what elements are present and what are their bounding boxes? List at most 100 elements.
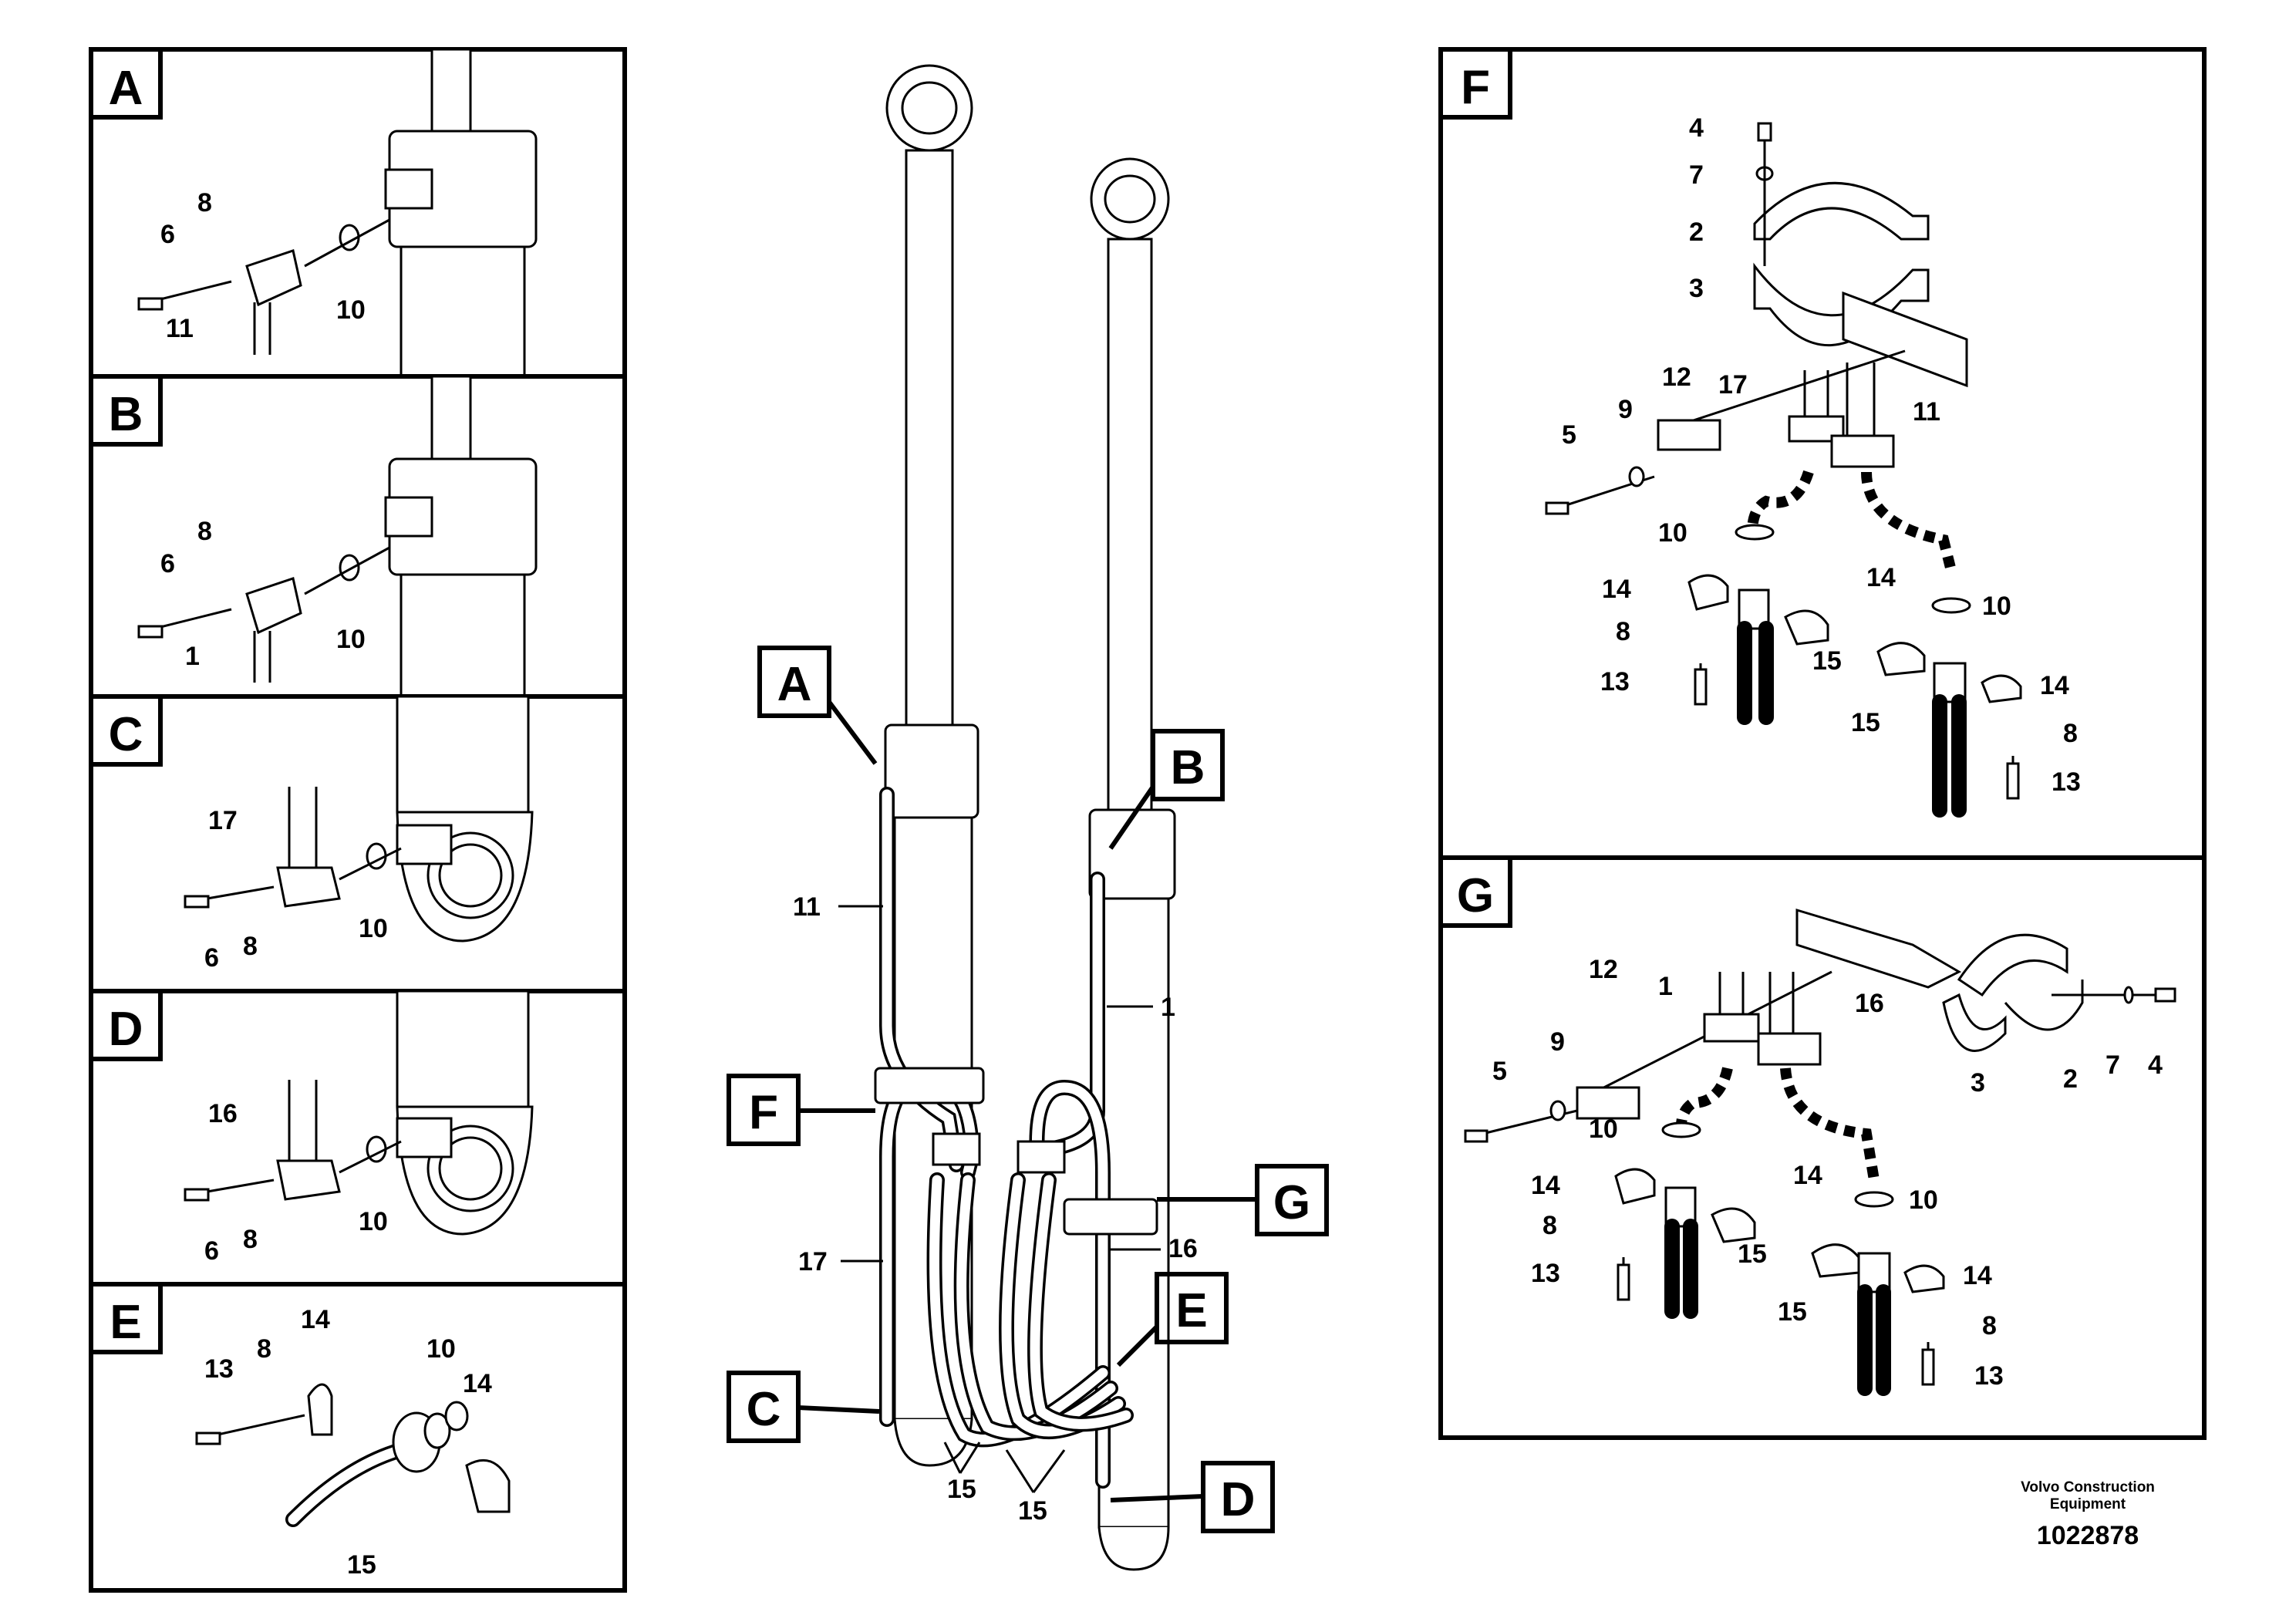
callout-f: F [727,1074,875,1146]
label-8: 8 [1616,617,1630,646]
clamp-assembly-illustration [1464,908,2176,1396]
label-10: 10 [1909,1185,1938,1215]
label-8: 8 [1982,1311,1997,1340]
label-16: 16 [1168,1234,1198,1263]
label-10: 10 [426,1334,456,1364]
label-8: 8 [1542,1211,1557,1240]
label-8: 8 [2063,719,2078,748]
brand-line-1: Volvo Construction [2021,1479,2155,1496]
label-15: 15 [347,1550,376,1580]
label-14: 14 [1602,575,1631,604]
panel-d-tag: D [109,1003,143,1056]
callout-d: D [1110,1461,1275,1533]
label-1: 1 [1658,972,1673,1001]
svg-text:E: E [1175,1284,1207,1337]
label-13: 13 [1974,1361,2004,1391]
panel-c: C 17 6 8 10 [89,694,627,993]
label-14: 14 [1531,1171,1560,1200]
panel-g: G [1438,855,2207,1440]
panel-e: E 13 8 14 10 14 15 [89,1282,627,1593]
callout-b: B [1108,729,1225,850]
label-6: 6 [204,943,219,973]
label-9: 9 [1550,1027,1565,1057]
label-1: 1 [1161,993,1175,1022]
label-3: 3 [1971,1068,1985,1098]
footer-brand: Volvo Construction Equipment 1022878 [1995,1479,2180,1551]
label-14: 14 [2040,671,2069,700]
label-6: 6 [160,549,175,578]
panel-f: F [1438,47,2207,860]
label-4: 4 [2148,1050,2163,1080]
label-10: 10 [336,625,366,654]
label-8: 8 [197,517,212,546]
label-14: 14 [1793,1161,1822,1190]
label-12: 12 [1589,955,1618,984]
panel-b-tag: B [109,388,143,441]
panel-b: B 6 8 1 10 [89,374,627,699]
label-7: 7 [1689,160,1704,190]
panel-c-tag: C [109,708,143,761]
label-6: 6 [160,220,175,249]
label-8: 8 [243,932,258,961]
panel-f-tag: F [1461,61,1490,114]
panel-e-tag: E [110,1296,141,1349]
label-11: 11 [1913,397,1940,427]
label-14: 14 [1866,563,1896,592]
clamp-assembly-illustration [1545,122,2022,818]
label-15: 15 [1778,1297,1807,1327]
label-10: 10 [359,1207,388,1236]
flange-block [137,218,390,355]
label-2: 2 [2063,1064,2078,1094]
label-14: 14 [301,1305,330,1334]
label-5: 5 [1492,1057,1507,1086]
brand-line-2: Equipment [2049,1496,2126,1512]
callout-g: G [1157,1164,1329,1236]
label-13: 13 [1531,1259,1560,1288]
callout-a: A [757,646,878,765]
panel-a: A 6 8 11 10 [89,47,627,379]
label-12: 12 [1662,363,1691,392]
hose-fitting-illustration [195,1383,511,1527]
label-7: 7 [2106,1050,2120,1080]
label-6: 6 [204,1236,219,1266]
label-16: 16 [208,1099,238,1128]
label-11: 11 [166,314,194,343]
label-4: 4 [1689,113,1704,143]
label-14: 14 [463,1369,492,1398]
label-2: 2 [1689,218,1704,247]
label-10: 10 [336,295,366,325]
label-10: 10 [1589,1114,1618,1144]
label-17: 17 [208,806,238,835]
label-15: 15 [947,1475,976,1504]
label-13: 13 [2052,767,2081,797]
label-10: 10 [359,914,388,943]
label-14: 14 [1963,1261,1992,1290]
document-number: 1022878 [2036,1521,2139,1550]
svg-text:F: F [749,1086,778,1139]
label-17: 17 [798,1247,828,1276]
svg-text:G: G [1273,1176,1310,1229]
label-15: 15 [1812,646,1842,676]
panel-g-tag: G [1457,869,1494,922]
label-15: 15 [1738,1239,1767,1269]
label-8: 8 [243,1225,258,1254]
label-15: 15 [1851,708,1880,737]
svg-text:D: D [1221,1473,1256,1526]
label-10: 10 [1982,592,2011,621]
label-9: 9 [1618,395,1633,424]
cylinder-head-illustration [384,48,538,378]
svg-text:B: B [1171,741,1205,794]
label-11: 11 [793,892,821,922]
panel-a-tag: A [109,62,143,115]
cylinder-eye-illustration [396,990,534,1236]
label-5: 5 [1562,420,1576,450]
cylinder-assembly [874,64,1176,1571]
svg-text:C: C [747,1383,781,1436]
label-15: 15 [1018,1496,1047,1526]
label-10: 10 [1658,518,1687,548]
label-3: 3 [1689,274,1704,303]
flange-block [184,787,402,909]
callout-e: E [1116,1272,1229,1367]
flange-block [184,1080,402,1202]
